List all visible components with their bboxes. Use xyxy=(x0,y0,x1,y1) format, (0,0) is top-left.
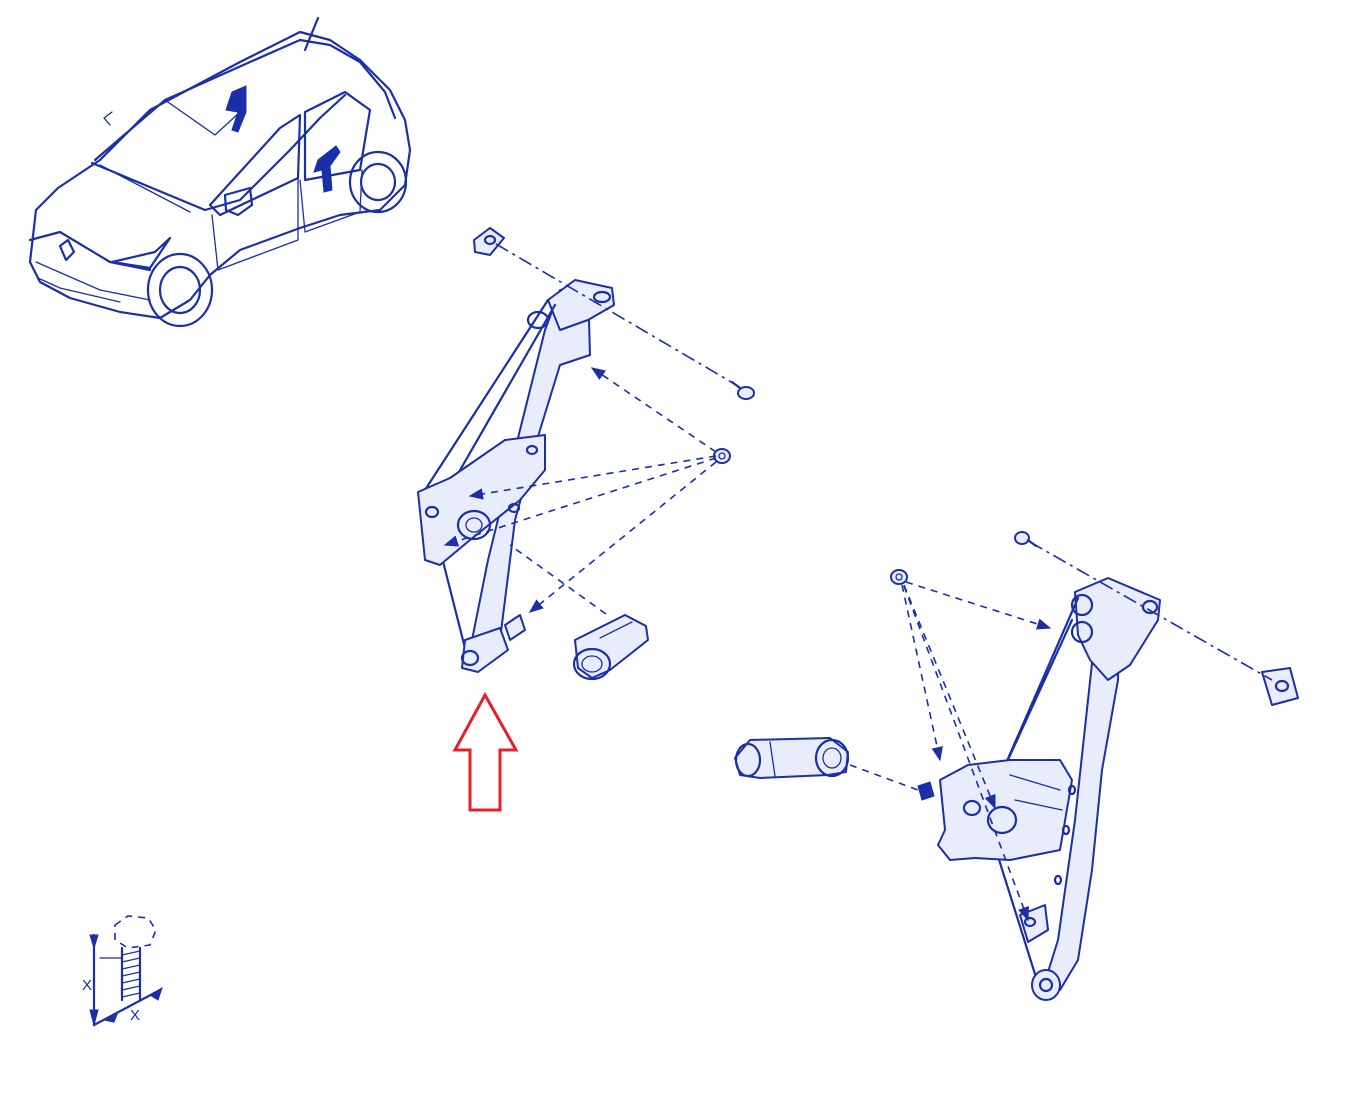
front-assembly-lines xyxy=(443,243,739,615)
rear-window-regulator xyxy=(917,577,1161,1001)
dimension-label-x-vertical: X xyxy=(82,977,92,994)
dimension-label-x-horizontal: X xyxy=(130,1007,140,1024)
rear-motor-cover xyxy=(734,737,850,779)
front-nut xyxy=(713,448,731,464)
rear-nut xyxy=(890,569,908,585)
highlight-arrow xyxy=(452,691,519,812)
rear-assembly-lines xyxy=(849,541,1273,922)
car-illustration xyxy=(28,16,412,328)
front-upper-clip-nut xyxy=(473,227,505,256)
rear-clip-nut xyxy=(1261,667,1299,706)
torque-bolt-inset: X X xyxy=(82,915,163,1027)
front-motor-cover xyxy=(572,614,649,681)
front-window-regulator xyxy=(417,279,615,673)
